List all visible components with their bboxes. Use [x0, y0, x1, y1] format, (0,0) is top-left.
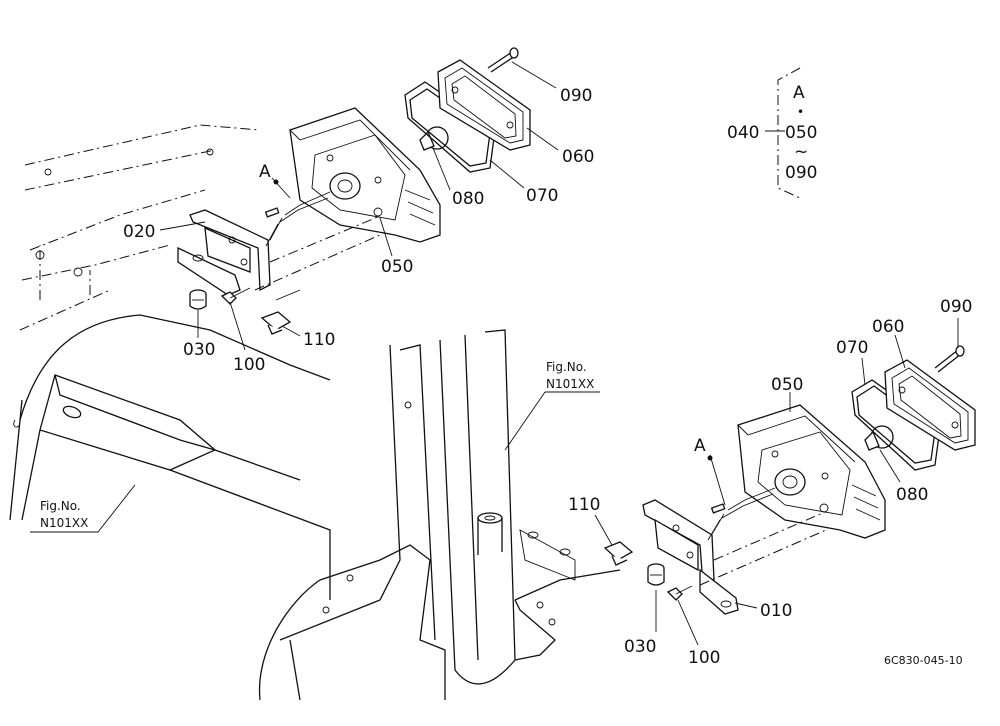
fig-ref-right-line2: N101XX — [546, 377, 594, 391]
bolt-100-left — [220, 287, 251, 305]
set-note-to: 090 — [785, 163, 817, 183]
set-note-dot: • — [797, 105, 804, 119]
callout-110-left: 110 — [303, 330, 335, 350]
gasket-070-right — [851, 379, 941, 471]
left-fender-outline — [19, 124, 261, 331]
callout-050-left: 050 — [381, 257, 413, 277]
bolt-100-right — [666, 585, 693, 601]
gasket-070-left — [404, 81, 496, 173]
set-note-letter: A — [793, 83, 805, 103]
set-note-tilde: ~ — [794, 142, 808, 162]
callout-050-right: 050 — [771, 375, 803, 395]
wire-marker-dot-left — [273, 179, 279, 185]
right-alignment-lines — [699, 511, 827, 586]
callout-070-right: 070 — [836, 338, 868, 358]
callout-090-left: 090 — [560, 86, 592, 106]
callout-080-right: 080 — [896, 485, 928, 505]
rops-frame — [258, 329, 621, 701]
callout-040: 040 — [727, 123, 759, 143]
callout-100-right: 100 — [688, 648, 720, 668]
callout-090-right: 090 — [940, 297, 972, 317]
screw-090-left — [487, 47, 519, 73]
wire-marker-right: A — [694, 436, 706, 456]
grommet-030-left — [189, 289, 207, 310]
bracket-020 — [177, 209, 271, 296]
fig-ref-left-line1: Fig.No. — [40, 499, 81, 513]
lens-060-right — [884, 359, 976, 451]
clip-110-right — [603, 541, 634, 566]
callout-labels: 090 060 070 080 050 020 030 100 110 A 04… — [40, 83, 972, 668]
bracket-010 — [642, 499, 739, 615]
callout-110-right: 110 — [568, 495, 600, 515]
grommet-030-right — [647, 563, 665, 586]
fig-ref-left-line2: N101XX — [40, 516, 88, 530]
callout-080-left: 080 — [452, 189, 484, 209]
left-frame-body — [9, 314, 331, 600]
lens-060-left — [437, 59, 531, 151]
callout-010: 010 — [760, 601, 792, 621]
wire-marker-left: A — [259, 162, 271, 182]
drawing-number: 6C830-045-10 — [884, 654, 963, 667]
set-note-from: 050 — [785, 123, 817, 143]
callout-030-left: 030 — [183, 340, 215, 360]
callout-100-left: 100 — [233, 355, 265, 375]
fig-ref-right-line1: Fig.No. — [546, 360, 587, 374]
callout-020: 020 — [123, 222, 155, 242]
set-note-bracket — [765, 67, 801, 199]
bulb-080-left — [419, 126, 449, 151]
callout-060-left: 060 — [562, 147, 594, 167]
screw-090-right — [934, 345, 965, 373]
callout-060-right: 060 — [872, 317, 904, 337]
callout-070-left: 070 — [526, 186, 558, 206]
left-alignment-lines — [254, 215, 381, 301]
wire-marker-dot-right — [707, 455, 713, 461]
callout-030-right: 030 — [624, 637, 656, 657]
clip-110-left — [260, 311, 292, 335]
lamp-housing-050-right — [707, 404, 886, 541]
lamp-housing-050-left — [264, 107, 441, 247]
leader-lines — [30, 61, 959, 646]
bulb-080-right — [864, 425, 894, 451]
